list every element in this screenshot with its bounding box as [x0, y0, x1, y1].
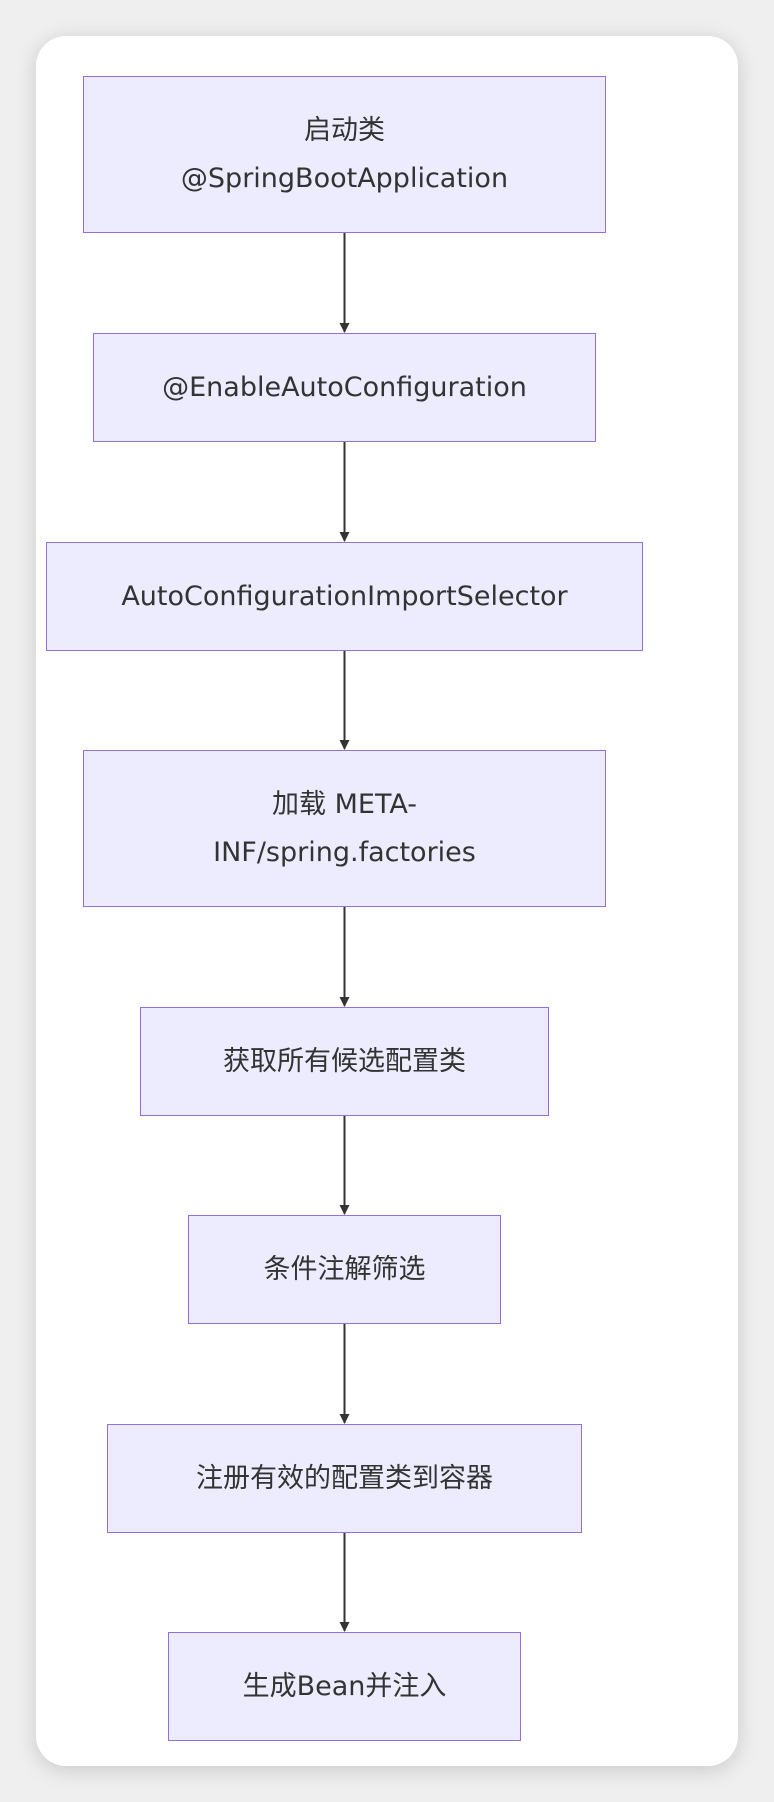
node-label: 加载 META- INF/spring.factories [213, 781, 476, 877]
node-create-bean[interactable]: 生成Bean并注入 [168, 1632, 521, 1741]
node-get-candidates[interactable]: 获取所有候选配置类 [140, 1007, 549, 1116]
node-label: 获取所有候选配置类 [223, 1038, 466, 1086]
node-label: 生成Bean并注入 [243, 1663, 447, 1711]
node-condition-filter[interactable]: 条件注解筛选 [188, 1215, 501, 1324]
node-register-configs[interactable]: 注册有效的配置类到容器 [107, 1424, 582, 1533]
node-label-line: 注册有效的配置类到容器 [196, 1462, 493, 1494]
node-import-selector[interactable]: AutoConfigurationImportSelector [46, 542, 643, 651]
node-enable-auto-config[interactable]: @EnableAutoConfiguration [93, 333, 596, 442]
node-load-factories[interactable]: 加载 META- INF/spring.factories [83, 750, 606, 907]
node-startup-class[interactable]: 启动类 @SpringBootApplication [83, 76, 606, 233]
node-label-line: @SpringBootApplication [180, 162, 509, 194]
node-label: 启动类 @SpringBootApplication [181, 107, 508, 203]
node-label-line: 条件注解筛选 [263, 1253, 426, 1285]
node-label-line: @EnableAutoConfiguration [162, 371, 527, 403]
node-label-line: 生成Bean并注入 [242, 1670, 447, 1702]
flow-edges [339, 233, 350, 1632]
node-label-line: 启动类 [303, 114, 385, 146]
node-label: 注册有效的配置类到容器 [196, 1455, 493, 1503]
node-label-line: AutoConfigurationImportSelector [121, 580, 568, 612]
node-label: @EnableAutoConfiguration [162, 364, 527, 412]
node-label-line: 获取所有候选配置类 [223, 1045, 466, 1077]
node-label-line: 加载 META- [272, 788, 417, 820]
node-label: 条件注解筛选 [264, 1246, 426, 1294]
node-label: AutoConfigurationImportSelector [121, 573, 567, 621]
diagram-card: 启动类 @SpringBootApplication @EnableAutoCo… [36, 36, 738, 1766]
node-label-line: INF/spring.factories [213, 836, 476, 868]
